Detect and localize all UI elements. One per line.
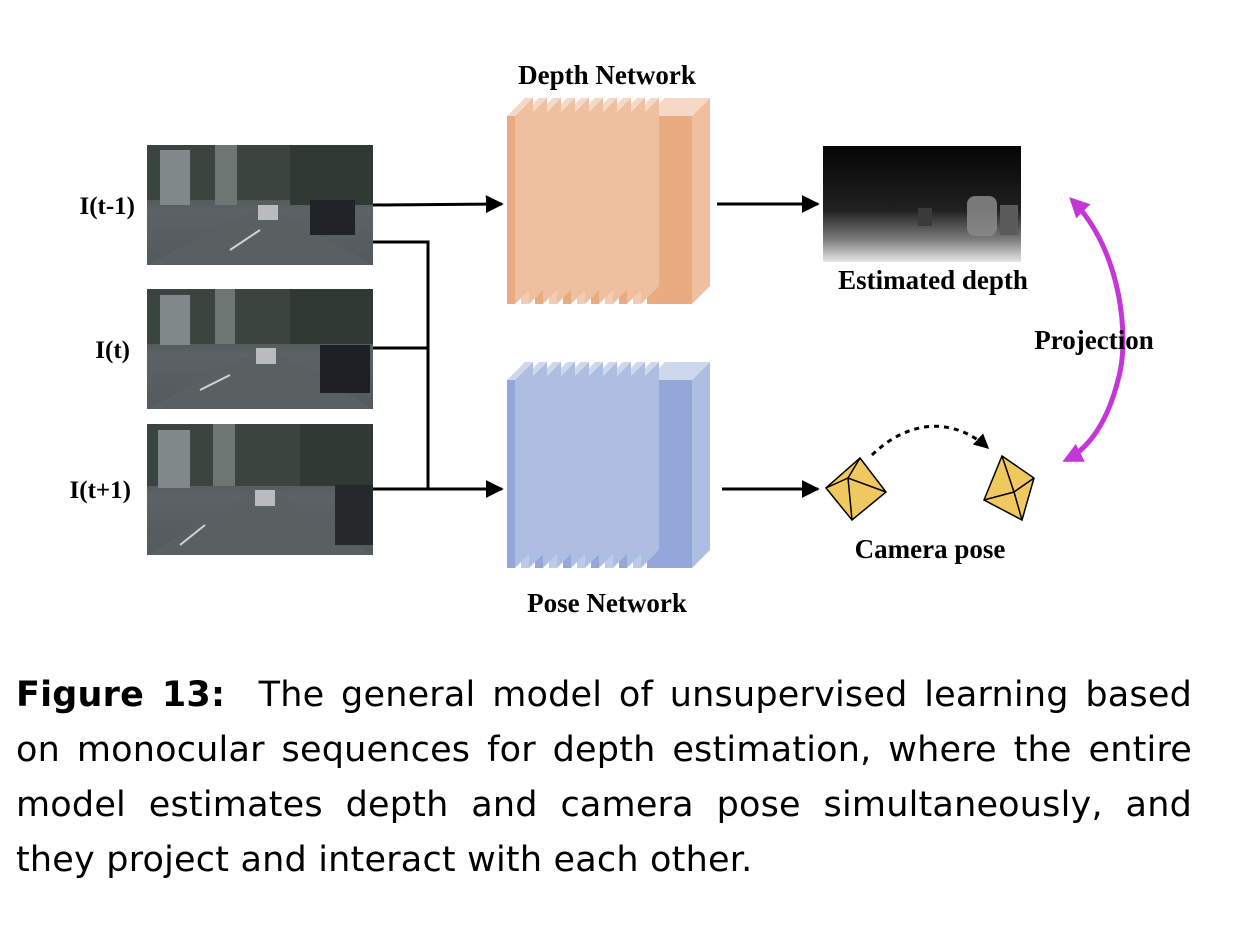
layer-top — [507, 362, 533, 380]
projection-label: Projection — [1034, 325, 1153, 355]
layer-side — [641, 362, 659, 568]
layer-top — [647, 362, 710, 380]
camera-pose-left-icon — [824, 456, 888, 522]
layer-top — [647, 98, 710, 116]
layer-side — [515, 362, 533, 568]
frame-label-t-minus-1: I(t-1) — [79, 193, 135, 220]
pose-network-label: Pose Network — [527, 588, 687, 618]
layer-side — [571, 362, 589, 568]
frame-t-minus-1 — [147, 145, 373, 265]
pose-network-block — [507, 362, 710, 568]
layer-side — [585, 362, 603, 568]
projection-arrow — [1062, 197, 1126, 463]
layer-top — [507, 98, 533, 116]
layer-side — [515, 98, 533, 304]
camera-pose-right-icon — [983, 454, 1035, 522]
layer-side — [613, 98, 631, 304]
layer-side — [529, 362, 547, 568]
estimated-depth-map — [823, 146, 1021, 262]
layer-side — [571, 98, 589, 304]
layer-side — [692, 98, 710, 304]
input-connectors — [372, 195, 820, 498]
layer-side — [543, 98, 561, 304]
caption-text: The general model of unsupervised learni… — [16, 675, 1192, 880]
caption-label: Figure 13: — [16, 675, 226, 715]
frame-t-plus-1 — [147, 424, 373, 555]
layer-side — [641, 98, 659, 304]
layer-side — [557, 362, 575, 568]
estimated-depth-label: Estimated depth — [838, 265, 1028, 295]
figure-caption: Figure 13: The general model of unsuperv… — [16, 668, 1192, 888]
layer-side — [585, 98, 603, 304]
layer-side — [627, 362, 645, 568]
layer-side — [692, 362, 710, 568]
layer-side — [543, 362, 561, 568]
layer-side — [599, 98, 617, 304]
layer-front — [507, 116, 515, 304]
frame-label-t: I(t) — [95, 337, 130, 364]
layer-side — [599, 362, 617, 568]
layer-side — [613, 362, 631, 568]
camera-pose-label: Camera pose — [855, 534, 1006, 564]
frame-t — [147, 289, 373, 409]
frame-label-t-plus-1: I(t+1) — [70, 477, 131, 504]
depth-network-block — [507, 98, 710, 304]
layer-side — [627, 98, 645, 304]
camera-motion-arrow — [870, 424, 990, 457]
depth-estimation-diagram: I(t-1) I(t) I(t+1) Depth Network — [70, 60, 1154, 618]
layer-side — [557, 98, 575, 304]
depth-network-label: Depth Network — [518, 60, 696, 90]
layer-front — [507, 380, 515, 568]
layer-side — [529, 98, 547, 304]
